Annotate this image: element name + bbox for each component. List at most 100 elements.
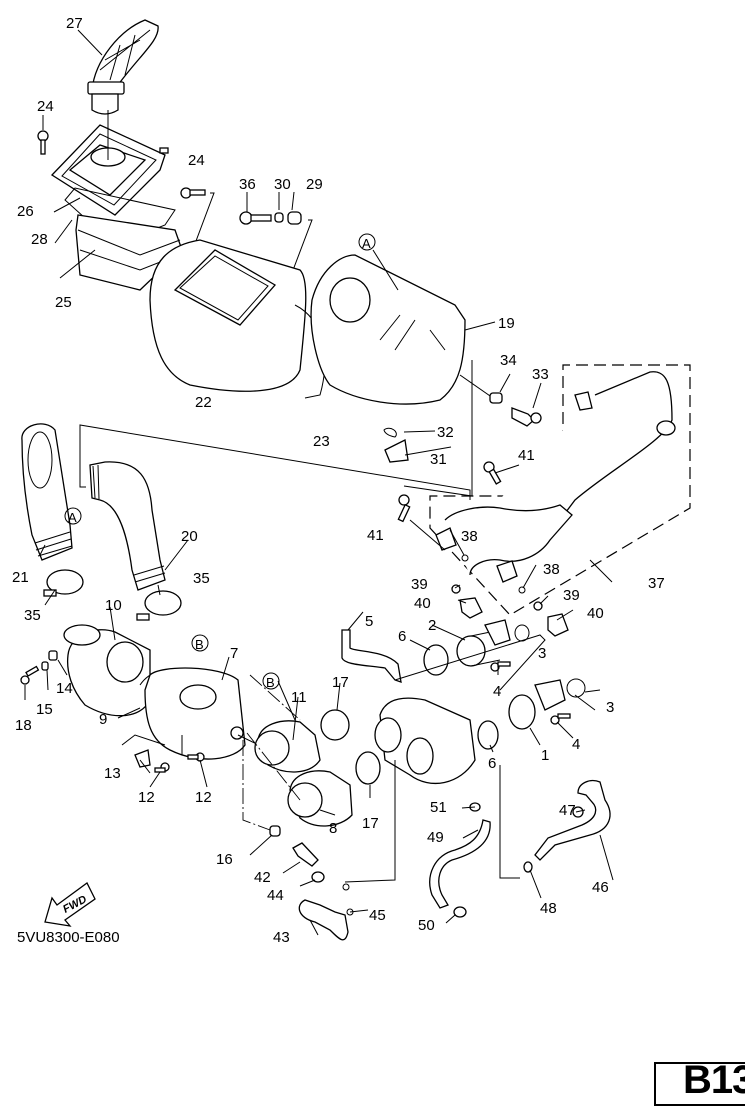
part-4-bolt-a [490, 661, 511, 672]
centerline-16 [242, 740, 271, 831]
part-31-fitting [384, 439, 409, 463]
label-33: 33 [532, 366, 549, 383]
page-number-box [654, 1062, 745, 1106]
drawing-code: 5VU8300-E080 [17, 929, 120, 946]
part-40-injector-a [459, 597, 483, 619]
label-50: 50 [418, 917, 435, 934]
part-44-clamp [311, 871, 325, 883]
label-4: 4 [572, 736, 580, 753]
label-32: 32 [437, 424, 454, 441]
part-46-hose [534, 779, 611, 861]
part-7-throttle-body-right [144, 667, 291, 761]
label-38: 38 [543, 561, 560, 578]
label-47: 47 [559, 802, 576, 819]
label-40: 40 [587, 605, 604, 622]
label-41: 41 [367, 527, 384, 544]
label-34: 34 [500, 352, 517, 369]
label-44: 44 [267, 887, 284, 904]
svg-text:B: B [195, 637, 204, 652]
label-12: 12 [195, 789, 212, 806]
frame-line-46 [499, 765, 520, 879]
part-24-screw-lower [180, 187, 215, 266]
label-20: 20 [181, 528, 198, 545]
label-3: 3 [538, 645, 546, 662]
label-27: 27 [66, 15, 83, 32]
label-21: 21 [12, 569, 29, 586]
label-35: 35 [24, 607, 41, 624]
label-25: 25 [55, 294, 72, 311]
label-2: 2 [428, 617, 436, 634]
part-17-clamp-lower [355, 751, 381, 785]
frame-line-b [394, 634, 546, 691]
part-16-fitting [269, 825, 281, 837]
label-37: 37 [648, 575, 665, 592]
part-6-clamp-upper [423, 644, 449, 676]
label-31: 31 [430, 451, 447, 468]
svg-text:A: A [68, 510, 77, 525]
part-4-bolt-b [550, 713, 571, 725]
label-46: 46 [592, 879, 609, 896]
label-24: 24 [188, 152, 205, 169]
frame-line-20 [79, 430, 86, 488]
intake-manifold [374, 697, 476, 785]
ref-marker-a-top: A [358, 233, 376, 251]
svg-text:B: B [266, 675, 275, 690]
label-16: 16 [216, 851, 233, 868]
part-18-bolt [20, 665, 40, 685]
part-27-intake-duct [87, 19, 159, 115]
label-35: 35 [193, 570, 210, 587]
label-13: 13 [104, 765, 121, 782]
part-11-intake-joint [254, 720, 321, 773]
part-10-throttle-body-left [63, 624, 151, 717]
frame-line-manifold [344, 760, 396, 883]
part-34-grommet [459, 374, 503, 404]
label-43: 43 [273, 929, 290, 946]
part-41-bolt-lower [397, 494, 446, 551]
label-15: 15 [36, 701, 53, 718]
part-17-clamp-upper [320, 709, 350, 741]
part-26-airbox-lid [50, 124, 169, 216]
part-5-hose [341, 629, 402, 683]
part-15-collar [41, 661, 49, 671]
part-30-collar [274, 212, 284, 223]
label-41: 41 [518, 447, 535, 464]
part-35-clamp-right [136, 590, 182, 621]
label-4: 4 [493, 683, 501, 700]
label-14: 14 [56, 680, 73, 697]
part-50-clamp [453, 906, 467, 918]
part-35-clamp-left [43, 569, 84, 597]
part-19-cover [310, 254, 466, 405]
label-40: 40 [414, 595, 431, 612]
part-32-clip [383, 427, 397, 438]
part-12-bolt-a [154, 762, 170, 773]
label-10: 10 [105, 597, 122, 614]
label-6: 6 [488, 755, 496, 772]
ref-marker-a-left: A [64, 507, 82, 525]
part-21-snorkel-duct [21, 423, 73, 561]
label-42: 42 [254, 869, 271, 886]
label-39: 39 [563, 587, 580, 604]
part-36-bolt [239, 211, 272, 225]
label-29: 29 [306, 176, 323, 193]
label-11: 11 [291, 689, 307, 706]
label-19: 19 [498, 315, 515, 332]
part-38-oring-b [518, 586, 526, 594]
part-42-elbow [292, 842, 319, 867]
fwd-arrow-icon: FWD [44, 882, 96, 927]
part-20-elbow-duct [89, 461, 166, 591]
frame-line-22 [79, 424, 471, 500]
part-39-washer-a [451, 584, 461, 594]
part-13-bracket [121, 734, 166, 768]
label-18: 18 [15, 717, 32, 734]
label-36: 36 [239, 176, 256, 193]
label-3: 3 [606, 699, 614, 716]
label-23: 23 [313, 433, 330, 450]
label-9: 9 [99, 711, 107, 728]
part-49-hose [429, 819, 491, 909]
label-8: 8 [329, 820, 337, 837]
ref-marker-b-left: B [191, 634, 209, 652]
label-28: 28 [31, 231, 48, 248]
leader-lines [24, 29, 614, 936]
ref-marker-b-right: B [262, 672, 280, 690]
